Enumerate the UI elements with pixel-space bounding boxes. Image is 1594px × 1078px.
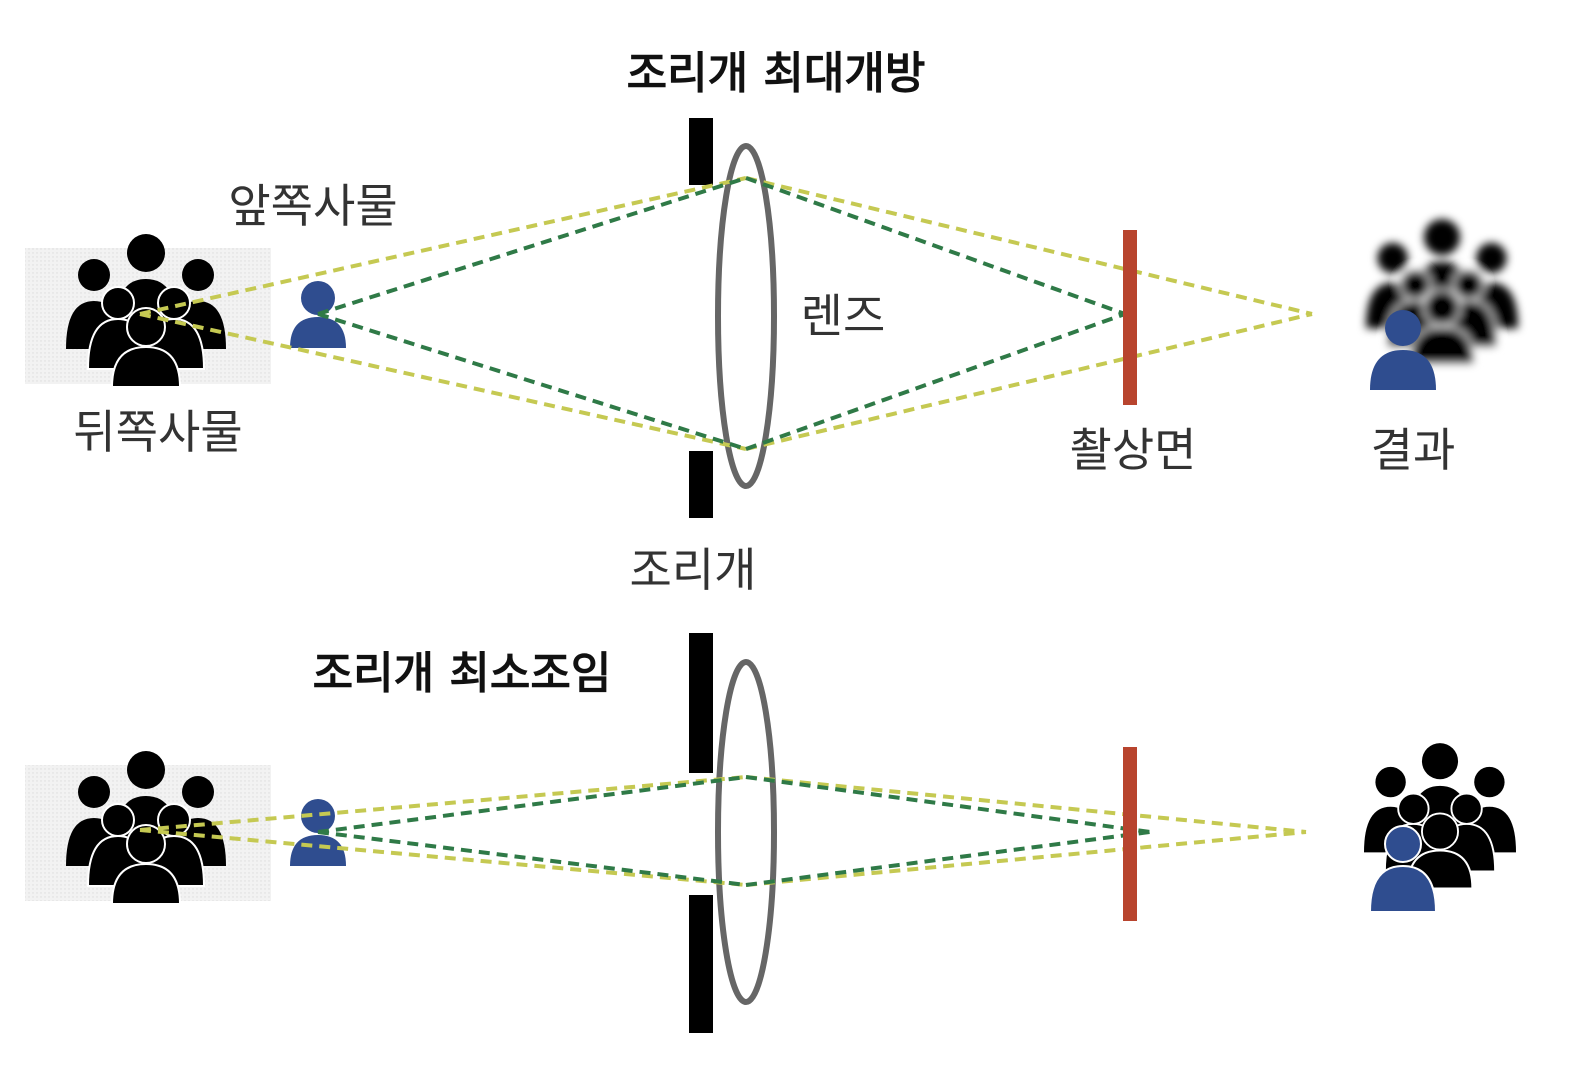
aperture-label: 조리개 bbox=[630, 543, 757, 597]
result-label: 결과 bbox=[1371, 423, 1456, 477]
aperture-blade-top bbox=[689, 118, 713, 185]
wide-open-title: 조리개 최대개방 bbox=[627, 48, 926, 99]
back-object-rays bbox=[139, 775, 1307, 887]
stopped-down-title: 조리개 최소조임 bbox=[313, 648, 612, 699]
front-object-label: 앞쪽사물 bbox=[228, 179, 397, 233]
sensor-label: 촬상면 bbox=[1070, 423, 1197, 477]
stopped-down-diagram: 조리개 최소조임 bbox=[25, 633, 1517, 1033]
lens-shape bbox=[715, 143, 777, 489]
back-object-label: 뒤쪽사물 bbox=[73, 405, 242, 459]
person-icon bbox=[1368, 825, 1438, 913]
person-icon bbox=[1370, 310, 1436, 390]
aperture-blade-top bbox=[689, 633, 713, 773]
front-object-rays bbox=[317, 775, 1151, 887]
sensor-plane bbox=[1123, 230, 1137, 405]
lens-label: 렌즈 bbox=[801, 289, 886, 343]
people-group-icon bbox=[1363, 742, 1517, 890]
back-object-rays bbox=[139, 176, 1313, 451]
wide-open-diagram: 조리개 최대개방 뒤쪽사물 앞쪽사물 렌즈 bbox=[25, 48, 1519, 597]
blurred-people-group-icon bbox=[1365, 218, 1519, 366]
sensor-plane bbox=[1123, 747, 1137, 921]
aperture-blade-bottom bbox=[689, 451, 713, 518]
front-object-rays bbox=[317, 176, 1126, 451]
lens-shape bbox=[715, 659, 777, 1005]
aperture-blade-bottom bbox=[689, 895, 713, 1033]
